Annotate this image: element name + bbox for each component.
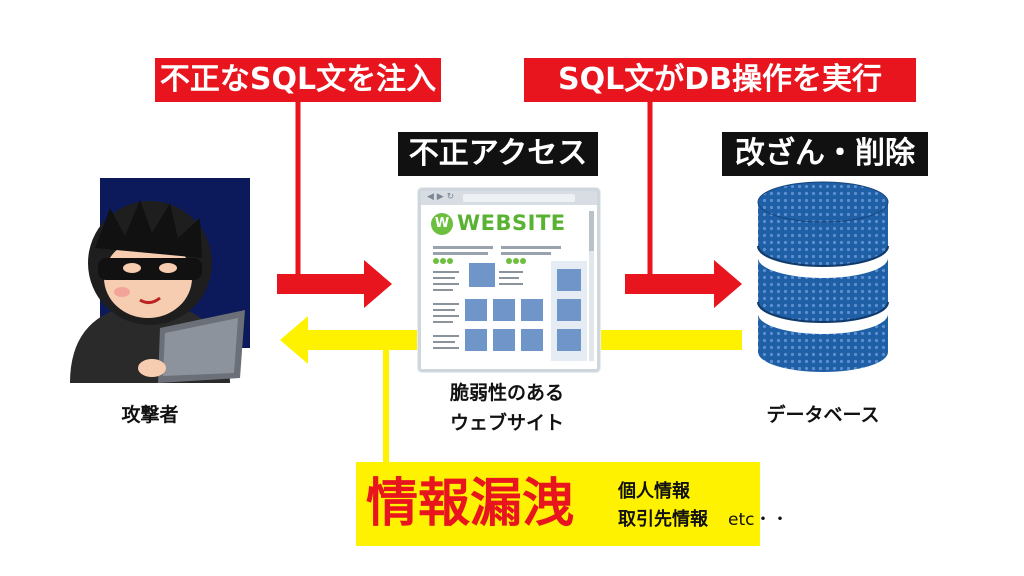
attacker-illustration <box>40 178 260 388</box>
database-cylinder <box>757 181 889 372</box>
website-content-blocks <box>433 211 594 361</box>
database-illustration <box>754 176 892 376</box>
website-logo-text: WEBSITE <box>457 211 566 235</box>
website-label: 脆弱性のある ウェブサイト <box>412 378 602 438</box>
website-logo: W WEBSITE <box>431 211 591 239</box>
unauthorized-access-label: 不正アクセス <box>398 132 598 176</box>
tamper-delete-label: 改ざん・削除 <box>722 132 928 176</box>
leak-etc: etc・・ <box>728 510 789 530</box>
leak-item-personal: 個人情報 <box>618 481 690 502</box>
website-label-line1: 脆弱性のある <box>449 382 564 404</box>
inject-sql-label: 不正なSQL文を注入 <box>155 58 441 102</box>
leak-box: 情報漏洩 個人情報 取引先情報 etc・・ <box>356 462 788 546</box>
attacker-label: 攻撃者 <box>121 404 179 426</box>
logo-w-icon: W <box>431 213 453 235</box>
leak-title: 情報漏洩 <box>366 474 575 534</box>
database-label: データベース <box>766 404 880 426</box>
leak-item-business: 取引先情報 <box>618 509 708 530</box>
website-label-line2: ウェブサイト <box>449 412 564 434</box>
browser-toolbar: ◀ ▶ ↻ <box>421 191 597 205</box>
db-operation-label: SQL文がDB操作を実行 <box>524 58 916 102</box>
website-illustration: ◀ ▶ ↻ W WEBSITE <box>418 188 600 372</box>
address-bar <box>463 194 575 202</box>
back-icon: ◀ ▶ ↻ <box>427 192 455 202</box>
hacker-figure <box>70 200 245 383</box>
